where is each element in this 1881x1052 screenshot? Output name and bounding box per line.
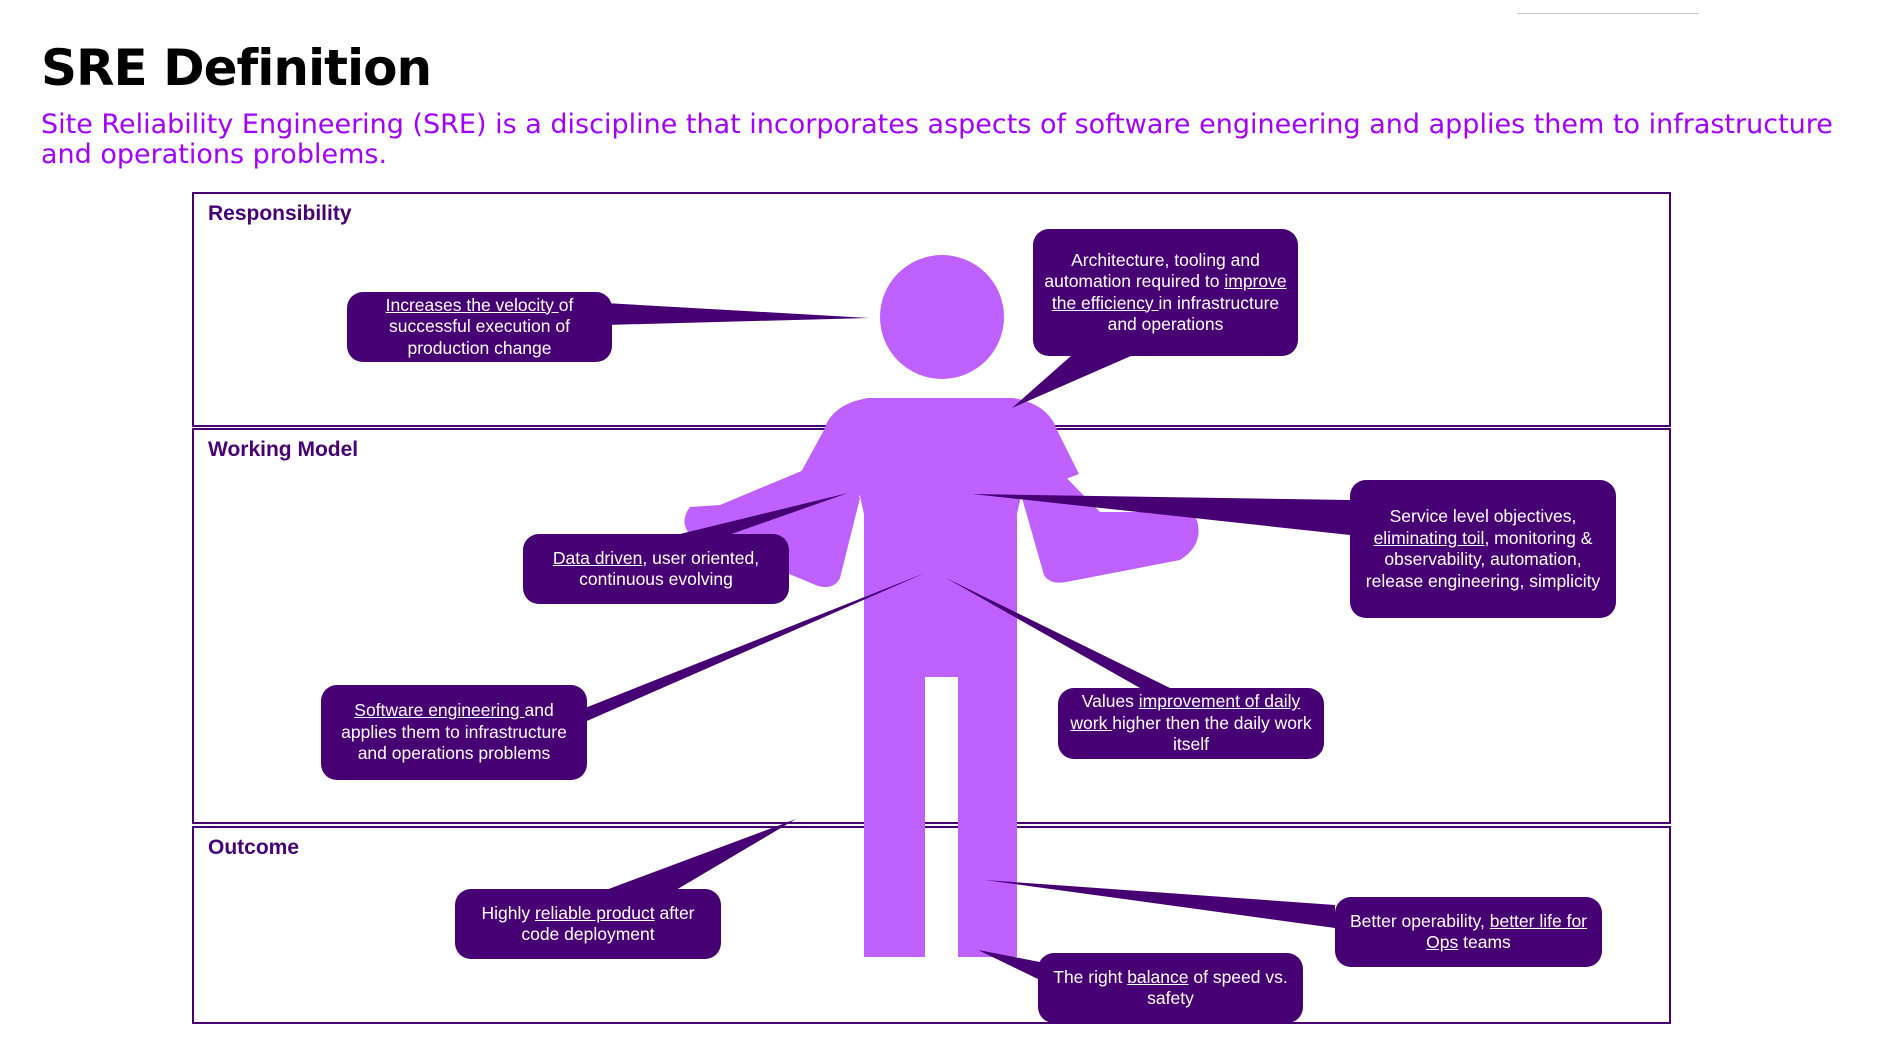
callout-text-segment: and applies them to infrastructure and o…	[341, 700, 567, 764]
callout-architecture-text: Architecture, tooling and automation req…	[1043, 250, 1288, 336]
pointer-operability	[985, 880, 1335, 928]
callout-text-segment: , monitoring & observability, automation…	[1365, 527, 1601, 591]
callout-text-segment: Architecture, tooling and automation req…	[1044, 249, 1260, 292]
callout-text-segment: balance	[1127, 966, 1189, 987]
callout-text-segment: The right	[1053, 966, 1128, 987]
callout-values-text: Values improvement of daily work higher …	[1068, 691, 1314, 756]
pointer-velocity	[605, 303, 869, 325]
callout-velocity-text: Increases the velocity of successful exe…	[357, 295, 602, 360]
callout-reliable-product: Highly reliable product after code deplo…	[455, 889, 721, 959]
callout-operability-text: Better operability, better life for Ops …	[1345, 911, 1592, 954]
callout-software-engineering: Software engineering and applies them to…	[321, 685, 587, 780]
page-subtitle: Site Reliability Engineering (SRE) is a …	[41, 109, 1833, 170]
callout-text-segment: Increases the velocity	[385, 294, 559, 315]
callout-software-engineering-text: Software engineering and applies them to…	[331, 700, 577, 765]
callout-velocity: Increases the velocity of successful exe…	[347, 292, 612, 362]
callout-text-segment: Data driven	[552, 547, 643, 568]
callout-slo-text: Service level objectives, eliminating to…	[1360, 506, 1606, 592]
person-body	[800, 398, 1079, 957]
callout-text-segment: improvement of daily work	[1070, 691, 1301, 733]
callout-balance-text: The right balance of speed vs. safety	[1048, 967, 1293, 1010]
callout-text-segment: Software engineering	[354, 700, 525, 721]
callout-data-driven: Data driven, user oriented, continuous e…	[523, 534, 789, 604]
pointer-values	[946, 578, 1170, 688]
section-title-working-model: Working Model	[208, 438, 359, 461]
callout-text-segment: better life for Ops	[1426, 910, 1588, 953]
callout-values: Values improvement of daily work higher …	[1058, 688, 1324, 759]
pointer-data-driven	[680, 493, 848, 545]
callout-text-segment: Values	[1081, 691, 1139, 712]
callout-balance: The right balance of speed vs. safety	[1038, 953, 1303, 1023]
callout-reliable-product-text: Highly reliable product after code deplo…	[465, 903, 711, 946]
pointer-slo	[972, 494, 1350, 535]
callout-text-segment: reliable product	[534, 902, 655, 923]
section-title-outcome: Outcome	[208, 836, 300, 859]
callout-data-driven-text: Data driven, user oriented, continuous e…	[533, 548, 779, 591]
person-icon	[684, 255, 1199, 957]
person-head	[880, 255, 1004, 379]
callout-text-segment: of speed vs. safety	[1147, 966, 1288, 1009]
person-right-arm	[1022, 457, 1199, 583]
page-title: SRE Definition	[41, 39, 432, 97]
callout-text-segment: Highly	[481, 902, 535, 923]
callout-text-segment: improve the efficiency	[1051, 271, 1287, 313]
callout-text-segment: eliminating toil	[1373, 527, 1485, 548]
pointer-balance	[978, 950, 1040, 980]
callout-slo: Service level objectives, eliminating to…	[1350, 480, 1616, 618]
pointer-architecture	[1012, 348, 1140, 408]
pointer-software-engineering	[580, 573, 925, 724]
callout-text-segment: higher then the daily work itself	[1112, 712, 1312, 755]
callout-text-segment: Better operability,	[1349, 910, 1490, 931]
person-left-arm	[684, 457, 860, 587]
callout-text-segment: teams	[1458, 932, 1511, 952]
section-outcome: Outcome	[192, 826, 1671, 1024]
top-divider	[1517, 13, 1699, 14]
pointer-reliable-product	[606, 819, 796, 890]
callout-text-segment: in infrastructure and operations	[1107, 292, 1280, 335]
callout-text-segment: Service level objectives,	[1389, 506, 1577, 526]
section-title-responsibility: Responsibility	[208, 202, 352, 225]
callout-text-segment: of successful execution of production ch…	[389, 294, 574, 358]
callout-text-segment: after code deployment	[521, 902, 695, 945]
callout-operability: Better operability, better life for Ops …	[1335, 897, 1602, 967]
callout-text-segment: , user oriented, continuous evolving	[579, 547, 760, 590]
callout-architecture: Architecture, tooling and automation req…	[1033, 229, 1298, 356]
callout-pointers	[580, 303, 1350, 980]
